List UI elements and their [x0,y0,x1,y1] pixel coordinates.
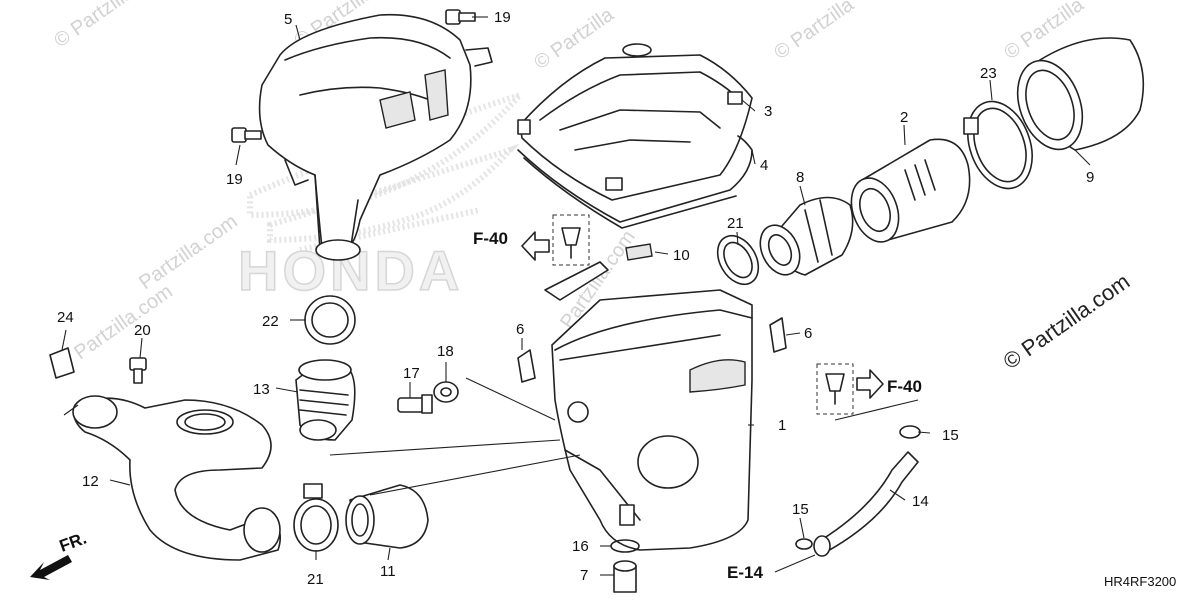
callout-24: 24 [57,309,74,326]
callout-7: 7 [580,567,588,584]
callout-4: 4 [760,157,768,174]
callout-21-upper: 21 [727,215,744,232]
front-label: FR. [57,529,89,556]
part-5-intake-duct [258,13,493,261]
part-1-air-cleaner-case [544,261,753,551]
leader-lines [61,16,1091,576]
callout-3: 3 [764,103,772,120]
part-6-clip-left [517,349,536,383]
part-22-clamp [304,295,356,345]
part-15-clip-upper [899,425,921,439]
front-direction-arrow: FR. [30,529,89,580]
ref-e14: E-14 [727,563,763,582]
part-23-band-clamp [963,100,1033,190]
callout-9: 9 [1086,169,1094,186]
callout-16: 16 [572,538,589,555]
callout-20: 20 [134,322,151,339]
part-21-clamp-upper [716,234,760,286]
part-15-clip-lower [795,538,813,550]
watermark-main: © Partzilla.com [999,269,1135,375]
callout-6-left: 6 [516,321,524,338]
callout-22: 22 [262,313,279,330]
callout-6-right: 6 [804,325,812,342]
part-20-bolt [129,357,147,384]
part-19-bolt-left [231,127,262,143]
part-2-air-filter-element [850,138,971,243]
part-3-air-cleaner-cover [517,43,753,201]
watermark-mid-left: Partzilla.com [135,210,241,294]
ref-f40-right: F-40 [887,377,922,396]
callout-1: 1 [778,417,786,434]
callout-5: 5 [284,11,292,28]
part-19-bolt-upper [445,9,476,25]
part-12-inlet-duct [72,395,281,561]
callout-15-upper: 15 [942,427,959,444]
part-21-clamp-lower [293,483,339,552]
callout-13: 13 [253,381,270,398]
part-8-connecting-tube [759,196,854,276]
callout-17: 17 [403,365,420,382]
part-17-sensor [397,394,433,414]
ref-f40-left: F-40 [473,229,508,248]
part-7-plug [613,560,637,593]
callout-12: 12 [82,473,99,490]
callout-18: 18 [437,343,454,360]
watermark-low-left: Partzilla.com [70,280,176,364]
callout-21-lower: 21 [307,571,324,588]
callout-14: 14 [912,493,929,510]
part-18-grommet [433,381,459,403]
callout-2: 2 [900,109,908,126]
diagram-code: HR4RF3200 [1104,574,1176,589]
part-6-clip-right [769,317,787,353]
watermark-top-left: © Partzilla [50,0,138,52]
part-10-seal [625,243,653,261]
part-14-drain-tube [813,451,919,557]
callout-23: 23 [980,65,997,82]
callout-19-top: 19 [494,9,511,26]
f40-left-fastener [521,214,590,266]
callout-10: 10 [673,247,690,264]
callout-8: 8 [796,169,804,186]
part-24-clip [49,347,75,379]
part-13-funnel [295,359,356,441]
f40-right-fastener [816,363,884,415]
part-4-cover-seal [517,135,753,229]
callout-15-lower: 15 [792,501,809,518]
watermark-top-center-right: © Partzilla [770,0,858,64]
callout-numbers: 5 19 19 3 4 2 23 9 8 21 10 6 6 1 22 13 1… [57,9,1094,588]
callout-11: 11 [380,563,396,580]
part-11-joint [345,484,429,549]
callout-19-left: 19 [226,171,243,188]
part-9-filter-sleeve [1016,37,1145,151]
